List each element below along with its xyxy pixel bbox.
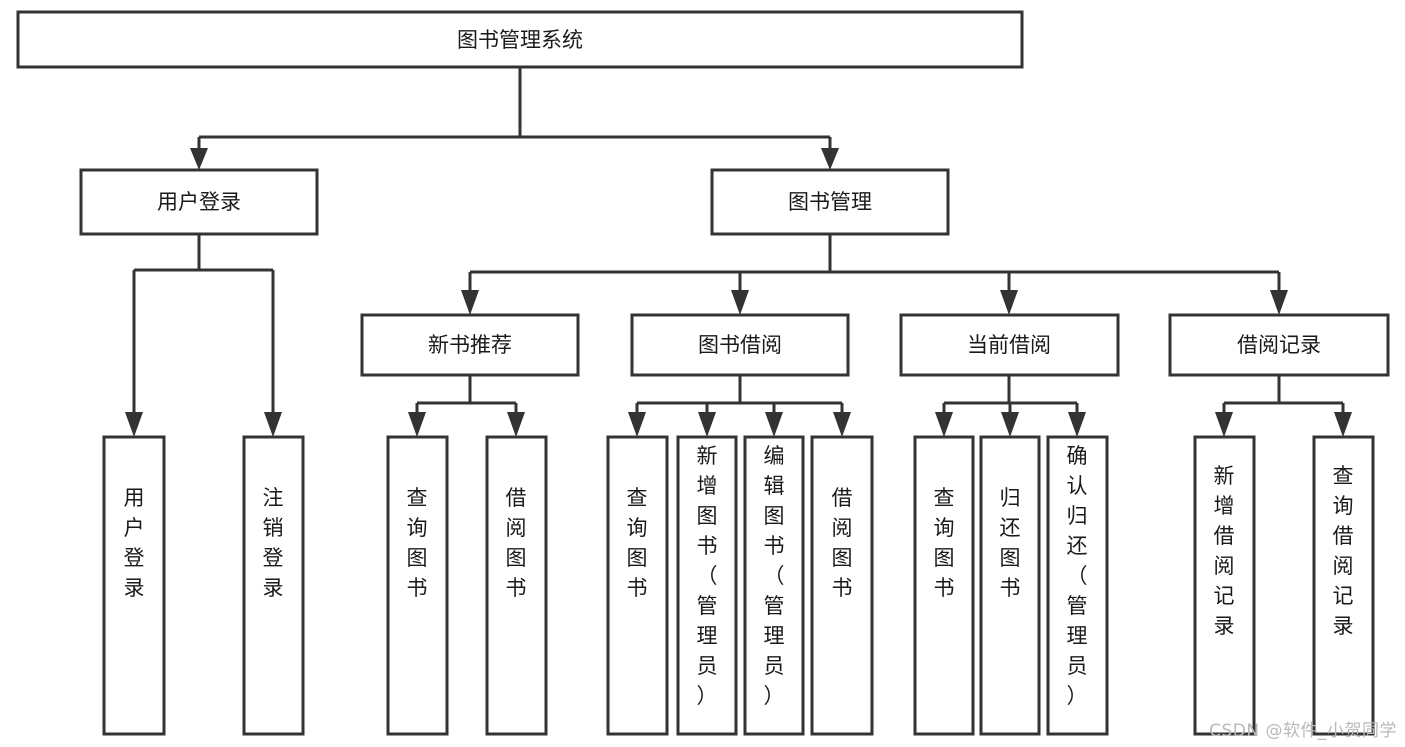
node-user-login-box[interactable] (79, 168, 319, 236)
node-leaf-add-record-label: 新增借阅记录 (1214, 464, 1235, 638)
arrowhead-leaf-user-login (125, 412, 143, 437)
node-leaf-borrow-book-1[interactable]: 借阅图书 (485, 435, 548, 736)
node-leaf-borrow-book-2-label: 借阅图书 (832, 486, 853, 600)
node-leaf-query-book-2-label: 查询图书 (627, 486, 648, 600)
node-leaf-borrow-book-2-box[interactable] (810, 435, 874, 736)
arrowhead-userlogin (190, 148, 208, 170)
node-leaf-query-book-1-box[interactable] (386, 435, 449, 736)
arrowhead-leaf-return-book (1001, 412, 1019, 437)
node-book-borrow[interactable]: 图书借阅 (630, 313, 850, 377)
node-leaf-edit-book-box[interactable] (743, 435, 805, 736)
node-leaf-query-book-3-label: 查询图书 (934, 486, 955, 600)
node-leaf-confirm-return[interactable]: 确认归还（管理员） (1046, 435, 1109, 736)
arrowhead-current-borrow (1000, 290, 1018, 315)
node-leaf-confirm-return-box[interactable] (1046, 435, 1109, 736)
node-leaf-query-book-1[interactable]: 查询图书 (386, 435, 449, 736)
arrowhead-borrow-record (1270, 290, 1288, 315)
node-user-login[interactable]: 用户登录 (79, 168, 319, 236)
node-borrow-record-label: 借阅记录 (1237, 333, 1321, 357)
node-borrow-record[interactable]: 借阅记录 (1168, 313, 1390, 377)
arrowhead-leaf-add-record (1215, 412, 1233, 437)
node-leaf-query-book-1-label: 查询图书 (407, 486, 428, 600)
node-leaf-borrow-book-2[interactable]: 借阅图书 (810, 435, 874, 736)
node-root-box[interactable] (16, 10, 1024, 69)
node-book-borrow-box[interactable] (630, 313, 850, 377)
node-leaf-query-book-2[interactable]: 查询图书 (606, 435, 669, 736)
node-new-book-rec-box[interactable] (360, 313, 580, 377)
node-leaf-return-book-label: 归还图书 (1000, 486, 1021, 600)
arrowhead-book-borrow (731, 290, 749, 315)
node-leaf-query-book-3[interactable]: 查询图书 (913, 435, 975, 736)
node-leaf-confirm-return-label: 确认归还（管理员） (1067, 444, 1088, 708)
node-leaf-query-book-2-box[interactable] (606, 435, 669, 736)
node-leaf-return-book[interactable]: 归还图书 (979, 435, 1041, 736)
node-leaf-user-logout[interactable]: 注销登录 (242, 435, 305, 736)
node-root[interactable]: 图书管理系统 (16, 10, 1024, 69)
node-user-login-label: 用户登录 (157, 190, 241, 214)
node-leaf-user-logout-box[interactable] (242, 435, 305, 736)
node-borrow-record-box[interactable] (1168, 313, 1390, 377)
node-leaf-query-book-3-box[interactable] (913, 435, 975, 736)
node-current-borrow-box[interactable] (899, 313, 1120, 377)
arrowhead-leaf-query-book-1 (408, 412, 426, 437)
node-book-manage-box[interactable] (710, 168, 950, 236)
node-current-borrow-label: 当前借阅 (967, 333, 1051, 357)
node-leaf-add-book-box[interactable] (676, 435, 738, 736)
connector-layer (125, 67, 1352, 437)
node-new-book-rec-label: 新书推荐 (428, 333, 512, 357)
arrowhead-leaf-query-book-3 (935, 412, 953, 437)
node-new-book-rec[interactable]: 新书推荐 (360, 313, 580, 377)
node-leaf-add-book-label: 新增图书（管理员） (697, 444, 718, 708)
node-leaf-add-record-box[interactable] (1193, 435, 1256, 736)
arrowhead-new-book-rec (461, 290, 479, 315)
arrowhead-leaf-user-logout (264, 412, 282, 437)
node-leaf-return-book-box[interactable] (979, 435, 1041, 736)
node-root-label: 图书管理系统 (457, 28, 583, 52)
arrowhead-leaf-add-book (698, 412, 716, 437)
node-current-borrow[interactable]: 当前借阅 (899, 313, 1120, 377)
node-book-manage-label: 图书管理 (788, 190, 872, 214)
node-leaf-edit-book-label: 编辑图书（管理员） (764, 444, 785, 708)
node-leaf-user-logout-label: 注销登录 (263, 486, 284, 600)
arrowhead-leaf-query-book-2 (628, 412, 646, 437)
arrowhead-leaf-borrow-book-2 (833, 412, 851, 437)
node-leaf-add-book[interactable]: 新增图书（管理员） (676, 435, 738, 736)
node-leaf-query-record[interactable]: 查询借阅记录 (1312, 435, 1375, 736)
node-book-borrow-label: 图书借阅 (698, 333, 782, 357)
arrowhead-bookmanage (821, 148, 839, 170)
node-leaf-user-login-label: 用户登录 (124, 486, 145, 600)
node-leaf-query-record-label: 查询借阅记录 (1333, 464, 1354, 638)
node-leaf-query-record-box[interactable] (1312, 435, 1375, 736)
node-book-manage[interactable]: 图书管理 (710, 168, 950, 236)
node-leaf-borrow-book-1-label: 借阅图书 (506, 486, 527, 600)
node-leaf-user-login[interactable]: 用户登录 (102, 435, 166, 736)
node-leaf-edit-book[interactable]: 编辑图书（管理员） (743, 435, 805, 736)
node-leaf-borrow-book-1-box[interactable] (485, 435, 548, 736)
node-leaf-user-login-box[interactable] (102, 435, 166, 736)
arrowhead-leaf-query-record (1334, 412, 1352, 437)
arrowhead-leaf-edit-book (765, 412, 783, 437)
arrowhead-leaf-confirm-return (1068, 412, 1086, 437)
arrowhead-leaf-borrow-book-1 (507, 412, 525, 437)
node-leaf-add-record[interactable]: 新增借阅记录 (1193, 435, 1256, 736)
